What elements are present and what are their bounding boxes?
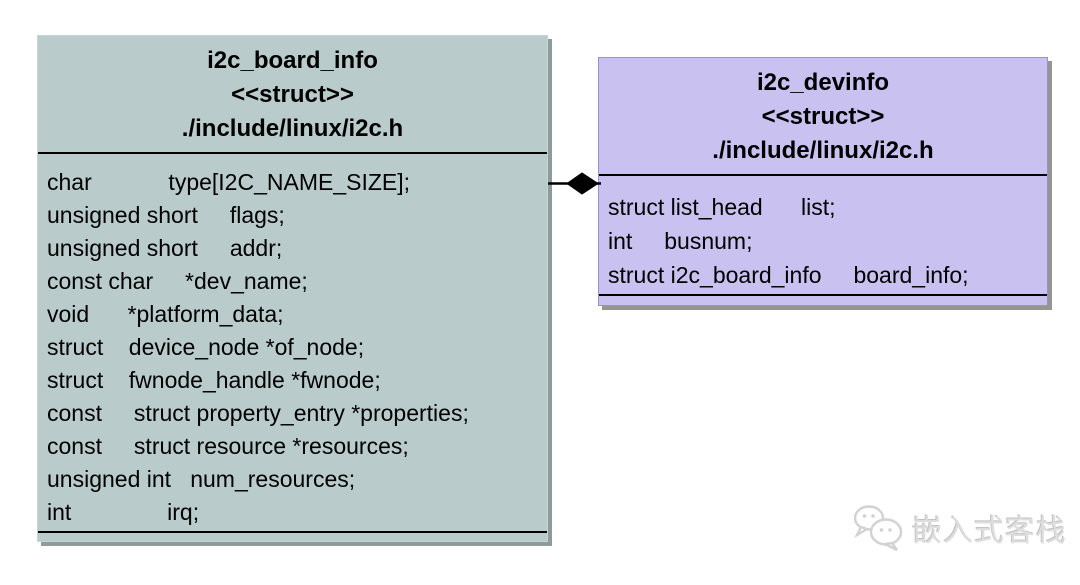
class-attributes: char type[I2C_NAME_SIZE]; unsigned short… — [38, 154, 547, 533]
struct-field: char type[I2C_NAME_SIZE]; — [47, 169, 411, 195]
struct-field: int irq; — [47, 499, 200, 525]
class-attributes: struct list_head list; int busnum; struc… — [599, 176, 1047, 296]
struct-field: unsigned short addr; — [47, 235, 283, 261]
struct-field: struct list_head list; — [608, 194, 836, 220]
struct-field: struct fwnode_handle *fwnode; — [47, 367, 381, 393]
composition-connector-diamond-icon — [548, 172, 601, 195]
class-header: i2c_devinfo <<struct>> ./include/linux/i… — [599, 58, 1047, 176]
class-header: i2c_board_info <<struct>> ./include/linu… — [38, 36, 547, 154]
struct-field: unsigned int num_resources; — [47, 466, 356, 492]
class-title: i2c_devinfo — [756, 69, 890, 96]
class-title: i2c_board_info — [207, 47, 378, 74]
wechat-chat-bubbles-icon — [853, 505, 903, 552]
struct-field: struct device_node *of_node; — [47, 334, 365, 360]
struct-field: unsigned short flags; — [47, 202, 285, 228]
watermark: 嵌入式客栈 — [852, 503, 1067, 553]
class-operations-empty — [599, 296, 1047, 305]
class-stereotype: <<struct>> — [231, 81, 354, 108]
class-file-path: ./include/linux/i2c.h — [181, 115, 404, 142]
class-box-i2c-devinfo: i2c_devinfo <<struct>> ./include/linux/i… — [598, 57, 1048, 306]
struct-field: const char *dev_name; — [47, 268, 308, 294]
watermark-text: 嵌入式客栈 — [912, 515, 1067, 548]
struct-field: const struct property_entry *properties; — [47, 400, 469, 426]
class-stereotype: <<struct>> — [761, 103, 885, 130]
struct-field: int busnum; — [608, 228, 753, 254]
class-file-path: ./include/linux/i2c.h — [712, 137, 934, 164]
struct-field: struct i2c_board_info board_info; — [608, 262, 969, 288]
struct-field: const struct resource *resources; — [47, 433, 409, 459]
class-box-i2c-board-info: i2c_board_info <<struct>> ./include/linu… — [37, 35, 548, 542]
struct-field: void *platform_data; — [47, 301, 284, 327]
class-operations-empty — [38, 533, 547, 541]
